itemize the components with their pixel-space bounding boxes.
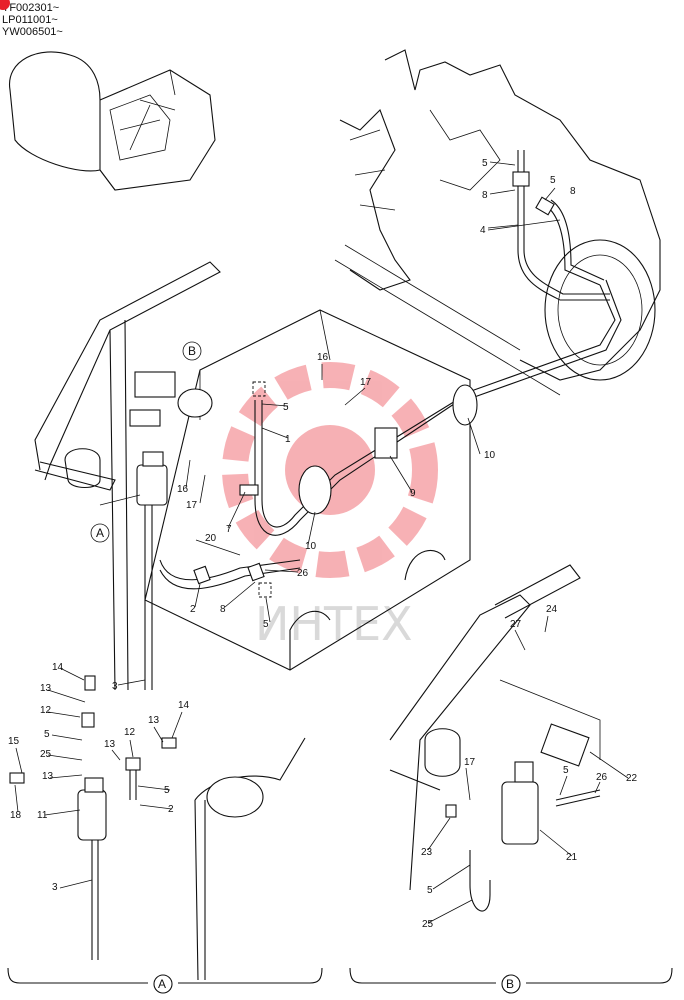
section-marker-b: B [188,344,196,358]
leader-lines [14,161,629,924]
callout-label: 12 [40,705,52,716]
fuel-lines [159,381,478,598]
callout-label: 13 [42,771,54,782]
engine-fuel-hoses [459,150,622,401]
callout-label: 11 [37,810,48,821]
callout-label: 24 [546,604,558,615]
callout-label: 25 [422,919,434,930]
callout-label: 3 [112,681,118,692]
callout-label: 18 [10,810,22,821]
callout-label: 14 [178,700,190,711]
callout-label: 16 [177,484,189,495]
callout-label: 5 [44,729,50,740]
callout-label: 17 [360,377,372,388]
callout-label: 5 [164,785,170,796]
watermark-text: ИНТЕХ [255,597,413,651]
callout-label: 2 [190,604,196,615]
callout-label: 17 [186,500,198,511]
status-badge [0,0,10,10]
callout-label: 5 [283,402,289,413]
callout-label: 3 [52,882,58,893]
section-label-a: A [158,977,166,991]
callout-label: 5 [427,885,433,896]
watermark-logo [222,362,438,578]
fuel-filter-main [129,371,176,690]
callout-label: 25 [40,749,52,760]
callout-label: 4 [480,225,486,236]
callout-label: 5 [482,158,488,169]
detail-a: 14 13 12 5 25 13 15 18 11 3 12 13 13 14 … [8,662,306,981]
callout-label: 26 [596,772,608,783]
callout-label: 17 [464,757,476,768]
serial-line: YW006501~ [2,26,63,38]
callout-label: 10 [305,541,317,552]
callout-label: 12 [124,727,136,738]
section-label-b: B [506,977,514,991]
serial-number-range: YF002301~ LP011001~ YW006501~ [0,0,63,38]
engine-outline [334,49,661,396]
callout-label: 7 [226,524,232,535]
section-brackets: A B [7,967,673,994]
callout-label: 21 [566,852,578,863]
callout-label: 1 [285,434,291,445]
callout-label: 5 [563,765,569,776]
callout-label: 22 [626,773,638,784]
callout-label: 10 [484,450,496,461]
machine-overview-sketch [9,51,216,191]
callout-label: 26 [297,568,309,579]
callout-label: 23 [421,847,433,858]
serial-line: YF002301~ [2,2,60,14]
callout-label: 5 [550,175,556,186]
machine-frame [34,261,221,691]
callout-label: 27 [510,619,522,630]
callout-label: 2 [168,804,174,815]
callout-label: 8 [220,604,226,615]
serial-line: LP011001~ [2,14,58,26]
callout-label: 13 [148,715,160,726]
callout-label: 13 [104,739,116,750]
callout-label: 20 [205,533,217,544]
callout-label: 16 [317,352,329,363]
callout-label: 8 [570,186,576,197]
main-callouts: 5 8 5 8 4 16 17 5 1 10 9 10 B 16 17 7 A … [90,158,576,692]
callout-label: 14 [52,662,64,673]
callout-label: 5 [263,619,269,630]
callout-label: 15 [8,736,20,747]
section-marker-a: A [96,526,104,540]
detail-b: 24 27 17 5 26 22 23 21 5 25 [389,564,638,930]
callout-label: 9 [410,488,416,499]
callout-label: 8 [482,190,488,201]
callout-label: 13 [40,683,52,694]
